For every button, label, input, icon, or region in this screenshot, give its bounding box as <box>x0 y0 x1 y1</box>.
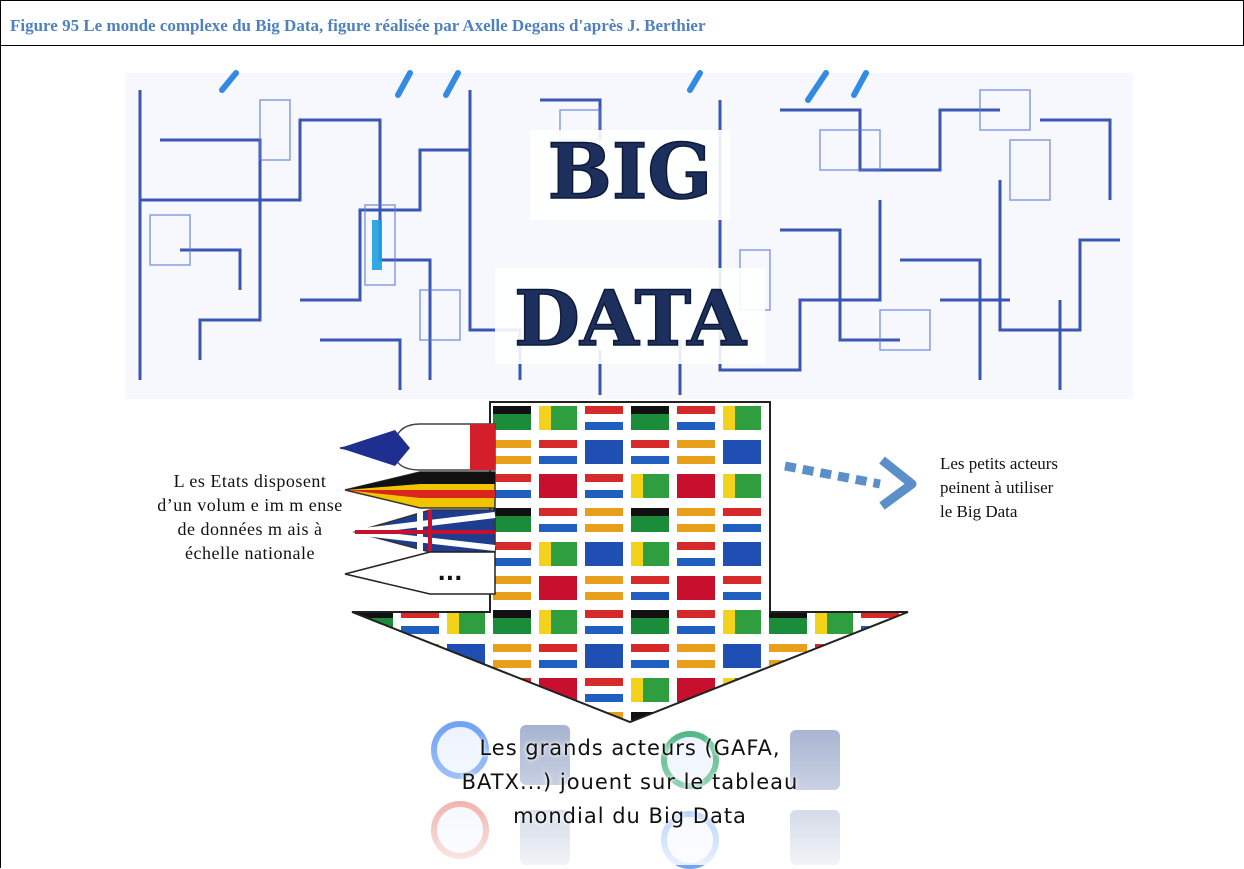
arrow-uk <box>352 509 496 553</box>
big-actors-note-line: Les grands acteurs (GAFA, <box>479 736 781 760</box>
arrow-france <box>339 423 496 471</box>
arrow-others: ... <box>344 551 496 595</box>
figure-caption: Figure 95 Le monde complexe du Big Data,… <box>10 16 706 35</box>
big-actors-note: Les grands acteurs (GAFA, BATX...) jouen… <box>420 731 840 833</box>
small-actors-note: Les petits acteurs peinent à utiliser le… <box>940 452 1180 524</box>
small-actors-note-line: Les petits acteurs <box>940 454 1059 473</box>
states-note-line: L es Etats disposent <box>173 471 327 491</box>
states-note: L es Etats disposent d’un volum e im m e… <box>130 469 370 565</box>
left-flag-arrows: ... <box>339 423 496 595</box>
arrow-germany <box>344 471 496 509</box>
caption-divider <box>0 45 1244 46</box>
dotted-right-arrow <box>784 456 917 510</box>
banner-title-data: DATA <box>514 274 747 363</box>
banner-title-big: BIG <box>548 127 713 216</box>
tech-logos-backdrop <box>430 721 850 869</box>
states-note-line: de données m ais à <box>177 519 323 539</box>
small-actors-note-line: peinent à utiliser <box>940 478 1054 497</box>
states-note-line: échelle nationale <box>185 543 315 563</box>
big-actors-note-line: mondial du Big Data <box>513 804 747 828</box>
arrow-ellipsis-label: ... <box>437 561 462 586</box>
small-actors-note-line: le Big Data <box>940 502 1018 521</box>
big-actors-note-line: BATX...) jouent sur le tableau <box>461 770 799 794</box>
states-note-line: d’un volum e im m ense <box>157 495 343 515</box>
circuit-banner <box>125 70 1133 399</box>
